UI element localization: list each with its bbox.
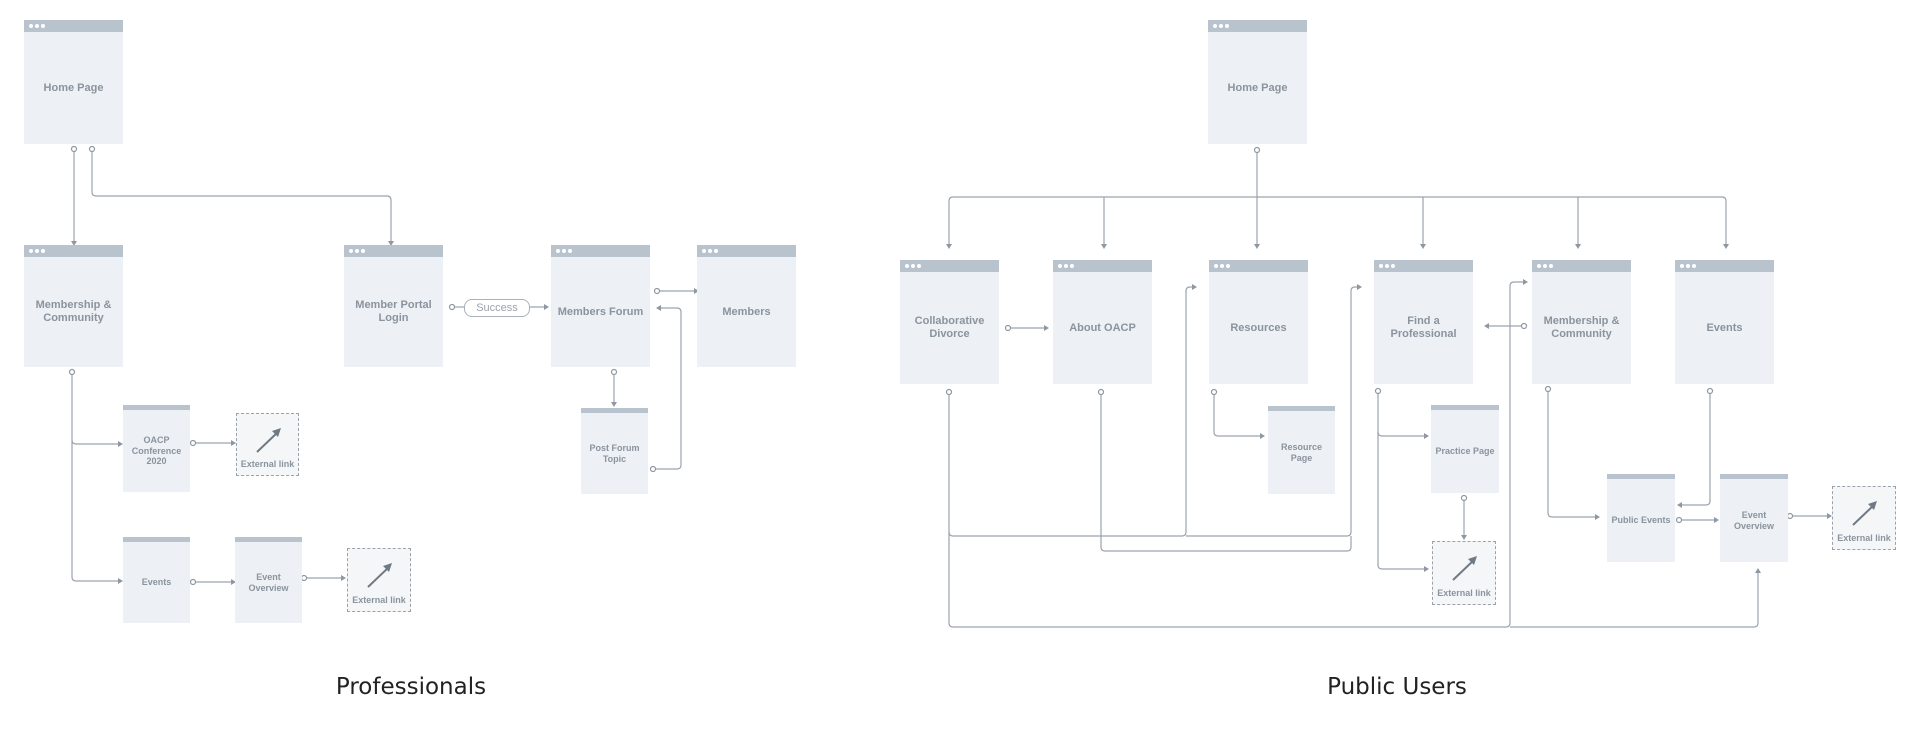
pub-resource-page[interactable]: Resource Page	[1268, 406, 1335, 494]
browser-bar	[900, 260, 999, 272]
page-label: Events	[141, 577, 172, 588]
page-label: Home Page	[1227, 81, 1288, 94]
browser-bar	[1675, 260, 1774, 272]
pub-public-events-page[interactable]: Public Events	[1607, 474, 1675, 562]
pro-event-external-link[interactable]: External link	[347, 548, 411, 612]
browser-bar	[1374, 260, 1473, 272]
external-link-label: External link	[1437, 588, 1491, 598]
browser-bar	[24, 20, 123, 32]
pub-membership-community-page[interactable]: Membership & Community	[1532, 260, 1631, 384]
page-label: Find a Professional	[1390, 315, 1457, 340]
browser-bar	[1532, 260, 1631, 272]
external-link-label: External link	[352, 595, 406, 605]
page-label: Home Page	[43, 81, 104, 94]
page-label: Event Overview	[1733, 510, 1775, 531]
browser-bar	[1607, 474, 1675, 479]
page-label: Membership & Community	[1543, 315, 1620, 340]
external-link-arrow-icon	[1852, 501, 1877, 526]
public-users-section-title: Public Users	[1327, 674, 1467, 700]
pro-member-portal-login-page[interactable]: Member Portal Login	[344, 245, 443, 367]
browser-bar	[1209, 260, 1308, 272]
browser-bar	[581, 408, 648, 413]
pub-event-overview-page[interactable]: Event Overview	[1720, 474, 1788, 562]
page-label: Members Forum	[557, 305, 644, 318]
browser-bar	[1431, 405, 1499, 410]
page-label: About OACP	[1069, 321, 1136, 334]
browser-bar	[123, 405, 190, 410]
pro-events-page[interactable]: Events	[123, 537, 190, 623]
pub-practice-page[interactable]: Practice Page	[1431, 405, 1499, 493]
professionals-section-title: Professionals	[335, 674, 487, 700]
pub-about-oacp-page[interactable]: About OACP	[1053, 260, 1152, 384]
browser-bar	[551, 245, 650, 257]
pro-post-forum-topic-page[interactable]: Post Forum Topic	[581, 408, 648, 494]
page-label: Collaborative Divorce	[914, 315, 985, 340]
pro-members-forum-page[interactable]: Members Forum	[551, 245, 650, 367]
pro-oacp-conference-page[interactable]: OACP Conference 2020	[123, 405, 190, 492]
pub-home-page[interactable]: Home Page	[1208, 20, 1307, 144]
page-label: Members	[722, 305, 771, 318]
pro-membership-community-page[interactable]: Membership & Community	[24, 245, 123, 367]
page-label: Membership & Community	[35, 299, 112, 324]
page-label: Resource Page	[1280, 442, 1323, 463]
pub-collaborative-divorce-page[interactable]: Collaborative Divorce	[900, 260, 999, 384]
browser-bar	[1720, 474, 1788, 479]
pub-events-page[interactable]: Events	[1675, 260, 1774, 384]
page-label: Events	[1706, 321, 1743, 334]
browser-bar	[123, 537, 190, 542]
professionals-connectors	[68, 145, 699, 586]
browser-bar	[1053, 260, 1152, 272]
page-label: Practice Page	[1435, 446, 1495, 457]
pro-event-overview-page[interactable]: Event Overview	[235, 537, 302, 623]
browser-bar	[235, 537, 302, 542]
pub-event-external-link[interactable]: External link	[1832, 486, 1896, 550]
browser-bar	[24, 245, 123, 257]
browser-bar	[697, 245, 796, 257]
pub-find-professional-page[interactable]: Find a Professional	[1374, 260, 1473, 384]
external-link-label: External link	[1837, 533, 1891, 543]
page-label: Public Events	[1611, 515, 1671, 526]
browser-bar	[1268, 406, 1335, 411]
page-label: Post Forum Topic	[589, 443, 640, 464]
pro-members-page[interactable]: Members	[697, 245, 796, 367]
page-label: Event Overview	[248, 572, 289, 593]
pro-conference-external-link[interactable]: External link	[236, 413, 299, 476]
external-link-arrow-icon	[256, 428, 281, 453]
external-link-arrow-icon	[1452, 556, 1477, 581]
success-condition-badge: Success	[464, 299, 530, 317]
page-label: Resources	[1230, 321, 1287, 334]
external-link-arrow-icon	[367, 563, 392, 588]
pro-home-page[interactable]: Home Page	[24, 20, 123, 144]
browser-bar	[1208, 20, 1307, 32]
public-connectors	[945, 146, 1832, 628]
page-label: OACP Conference 2020	[131, 435, 182, 467]
pub-resources-page[interactable]: Resources	[1209, 260, 1308, 384]
page-label: Member Portal Login	[355, 299, 432, 324]
browser-bar	[344, 245, 443, 257]
external-link-label: External link	[240, 459, 295, 469]
pub-practice-external-link[interactable]: External link	[1432, 541, 1496, 605]
